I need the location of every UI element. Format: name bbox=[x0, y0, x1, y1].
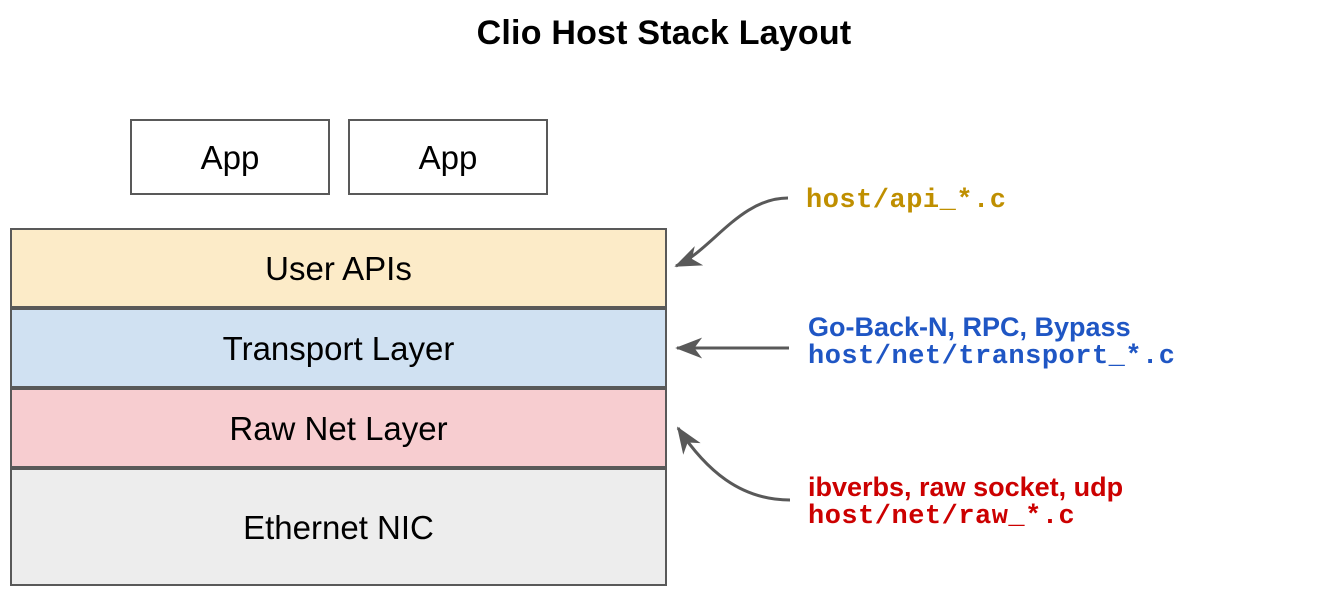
stack-layer-label: Ethernet NIC bbox=[243, 508, 434, 546]
page-title: Clio Host Stack Layout bbox=[476, 14, 852, 52]
annotation-path: host/net/transport_*.c bbox=[808, 342, 1176, 373]
app-box-2: App bbox=[348, 119, 548, 195]
app-box-label: App bbox=[418, 138, 478, 176]
stack-layer-user-apis: User APIs bbox=[10, 228, 667, 308]
annotation-path: host/net/raw_*.c bbox=[808, 502, 1076, 533]
annotation-heading: ibverbs, raw socket, udp bbox=[808, 472, 1124, 502]
stack-layer-label: User APIs bbox=[265, 249, 412, 287]
stack-layer-label: Raw Net Layer bbox=[229, 409, 448, 447]
arrow-to-raw-net-layer bbox=[676, 426, 791, 502]
annotation-user-apis: host/api_*.c bbox=[806, 186, 1006, 216]
app-box-label: App bbox=[200, 138, 260, 176]
annotation-path: host/api_*.c bbox=[806, 186, 1007, 216]
stack-layer-transport: Transport Layer bbox=[10, 308, 667, 388]
arrow-to-user-apis bbox=[674, 196, 789, 268]
stack-layer-raw-net: Raw Net Layer bbox=[10, 388, 667, 468]
annotation-transport: Go-Back-N, RPC, Bypass host/net/transpor… bbox=[808, 312, 1175, 372]
annotation-raw-net: ibverbs, raw socket, udp host/net/raw_*.… bbox=[808, 472, 1123, 532]
stack-layer-label: Transport Layer bbox=[222, 329, 455, 367]
app-box-1: App bbox=[130, 119, 330, 195]
stack-layer-ethernet-nic: Ethernet NIC bbox=[10, 468, 667, 586]
annotation-heading: Go-Back-N, RPC, Bypass bbox=[808, 312, 1131, 342]
